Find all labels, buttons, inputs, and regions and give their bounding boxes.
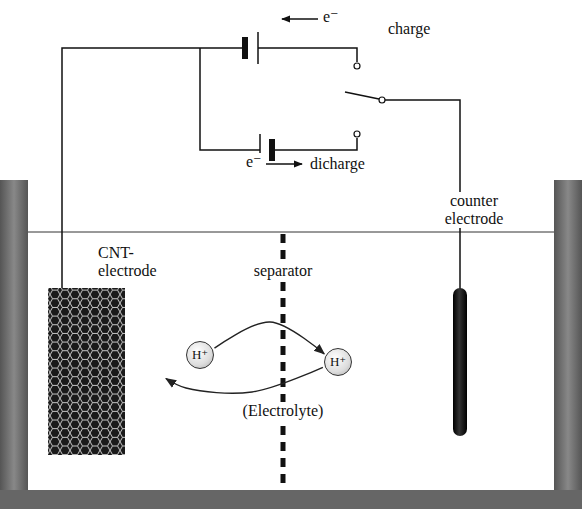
battery-plate	[242, 37, 248, 59]
ion-path-arrow	[214, 322, 324, 354]
electrode-label: counter electrode	[430, 192, 518, 228]
ion-circle: H⁺	[186, 341, 214, 369]
medium-label: (Electrolyte)	[241, 402, 326, 420]
ion-circle: H⁺	[324, 348, 352, 376]
mode-label: charge	[386, 20, 432, 38]
switch-pivot	[379, 97, 385, 103]
electron-arrow	[266, 163, 302, 164]
ion-label: H⁺	[192, 348, 208, 362]
tank-bottom	[0, 490, 582, 509]
cnt-cylinder	[48, 288, 125, 455]
electrolyte-level	[28, 232, 554, 233]
switch-contact	[354, 131, 360, 137]
tank-wall	[554, 180, 582, 509]
circuit-wires	[62, 48, 460, 290]
electron-label: e⁻	[244, 153, 264, 171]
battery-plate	[257, 32, 259, 64]
switch-contact	[354, 63, 360, 69]
mode-label: dicharge	[308, 155, 367, 173]
counter-rod	[453, 288, 467, 436]
electrode-label-box: CNT- electrode	[48, 244, 164, 456]
battery-plate	[269, 139, 275, 161]
part-label: separator	[252, 262, 315, 280]
electrode-label: CNT- electrode	[96, 244, 164, 280]
ion-label: H⁺	[330, 355, 346, 369]
electrode-label-box: counter electrode	[424, 192, 524, 437]
electron-label: e⁻	[321, 8, 341, 26]
electron-arrow	[282, 18, 318, 19]
tank-wall	[0, 180, 28, 509]
ion-path-arrow	[166, 367, 323, 393]
cnt-lattice	[48, 288, 125, 455]
switch-blade	[345, 92, 379, 99]
